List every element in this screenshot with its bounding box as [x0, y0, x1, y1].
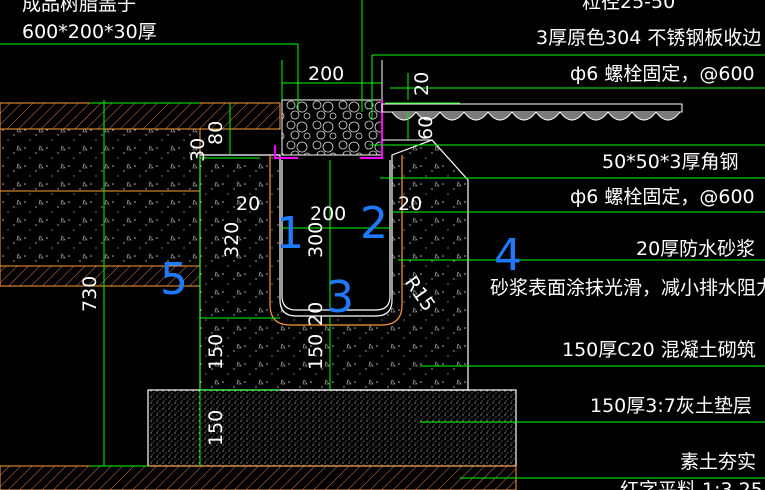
- rammed-soil: [0, 465, 517, 490]
- dim-150-a: 150: [205, 334, 227, 370]
- dim-20-right: 20: [411, 72, 433, 96]
- label-concrete: 150厚C20 混凝土砌筑: [562, 339, 756, 361]
- label-stainless: 3厚原色304 不锈钢板收边: [536, 27, 761, 49]
- turf-scallops: [391, 111, 681, 121]
- hand-note-4: 4: [494, 230, 522, 281]
- dim-200-mid: 200: [310, 203, 346, 225]
- label-smooth: 砂浆表面涂抹光滑，减小排水阻力: [490, 277, 765, 299]
- surface-hatch-left: [0, 102, 281, 130]
- dim-20-c: 20: [305, 302, 327, 326]
- steel-angle-right: [360, 145, 383, 159]
- hand-note-3: 3: [326, 272, 354, 323]
- label-rammed: 素土夯实: [680, 451, 756, 473]
- steel-angle-left: [274, 145, 298, 159]
- soil-layer-left: [0, 190, 201, 267]
- dim-730: 730: [79, 276, 101, 312]
- dim-320: 320: [221, 222, 243, 258]
- label-cover: 成品树脂盖子: [22, 0, 136, 15]
- channel-concrete: [199, 139, 469, 391]
- base-layer-left: [0, 128, 201, 192]
- label-cover-size: 600*200*30厚: [22, 21, 157, 43]
- lime-soil-base: [147, 389, 517, 467]
- turf-strip: [381, 103, 683, 113]
- dim-60: 60: [415, 116, 437, 140]
- label-bottom: 红字平料 1:3.25: [620, 479, 763, 490]
- dim-150-b: 150: [305, 334, 327, 370]
- label-angle: 50*50*3厚角钢: [602, 151, 738, 173]
- dim-150-c: 150: [205, 410, 227, 446]
- leader-lines: [0, 0, 765, 479]
- gravel-cover: [281, 99, 383, 156]
- hand-note-2: 2: [360, 198, 388, 249]
- dimension-lines: [90, 60, 460, 467]
- label-mortar: 20厚防水砂浆: [636, 238, 755, 260]
- label-bolt-1: ф6 螺栓固定，@600: [570, 63, 755, 85]
- dim-200-top: 200: [308, 63, 344, 85]
- dim-20-a: 20: [236, 193, 260, 215]
- dim-20-b: 20: [398, 193, 422, 215]
- dim-30: 30: [187, 138, 209, 162]
- mortar-lining: [269, 155, 403, 326]
- dim-80: 80: [205, 121, 227, 145]
- label-lime-soil: 150厚3:7灰土垫层: [590, 395, 752, 417]
- dim-300: 300: [305, 222, 327, 258]
- hand-note-1: 1: [276, 208, 304, 259]
- channel-inner: [281, 160, 391, 311]
- hand-note-5: 5: [160, 254, 188, 305]
- label-gravel: 粒径25-50: [582, 0, 675, 13]
- label-bolt-2: ф6 螺栓固定，@600: [570, 186, 755, 208]
